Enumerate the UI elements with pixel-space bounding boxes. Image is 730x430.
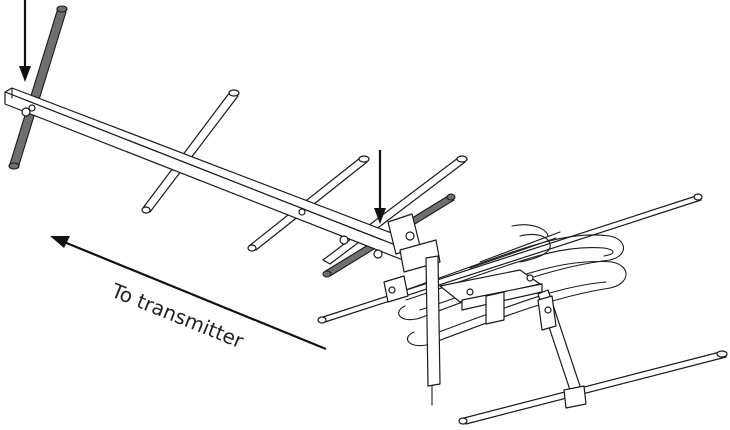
reflector-support-arm <box>537 289 587 409</box>
arrow-left-icon <box>50 236 327 351</box>
boom-clamp-front <box>21 104 36 117</box>
arrow-down-icon <box>374 150 386 224</box>
antenna-boom <box>4 87 416 263</box>
arrow-down-icon <box>19 0 31 82</box>
dipole-element-upper <box>317 193 703 324</box>
support-mast <box>425 255 441 406</box>
reflector-element-lower <box>458 350 728 425</box>
front-director-highlighted <box>8 5 68 170</box>
boom-clamp-rear <box>298 208 383 259</box>
dipole-mount-bracket <box>439 269 543 325</box>
